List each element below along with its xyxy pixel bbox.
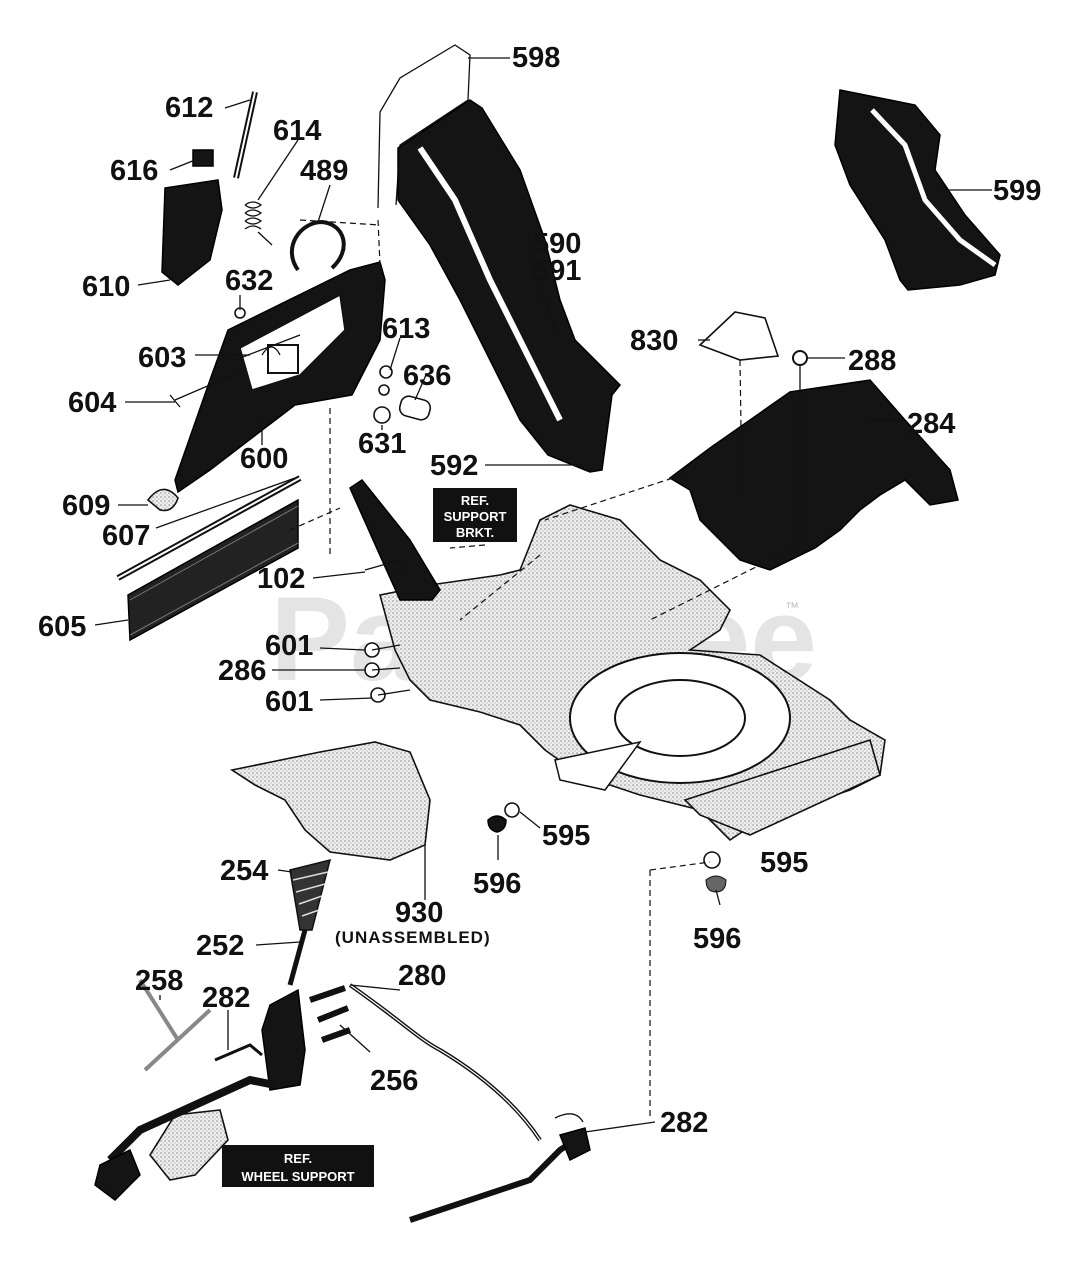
part-258-spring: [138, 978, 212, 1072]
part-598-chute-handle: [377, 44, 471, 209]
callout-286: 286: [218, 655, 266, 687]
callout-607: 607: [102, 520, 150, 552]
part-601-bolt-lower: [370, 687, 411, 703]
callout-595-left: 595: [542, 820, 590, 852]
callout-280: 280: [398, 960, 446, 992]
part-603-pin: [234, 334, 301, 361]
callout-596-left: 596: [473, 868, 521, 900]
callout-258: 258: [135, 965, 183, 997]
callout-288: 288: [848, 345, 896, 377]
callout-592: 592: [430, 450, 478, 482]
svg-text:SUPPORT: SUPPORT: [444, 509, 507, 524]
part-254-grip: [289, 858, 332, 931]
callout-600: 600: [240, 443, 288, 475]
callout-256: 256: [370, 1065, 418, 1097]
part-280-cable: [348, 983, 542, 1142]
support-bracket: [349, 478, 441, 601]
svg-text:REF.: REF.: [461, 493, 489, 508]
callout-930: 930: [395, 897, 443, 929]
part-489-retaining-ring: [290, 219, 346, 272]
part-614-spring: [244, 201, 273, 246]
callout-612: 612: [165, 92, 213, 124]
part-609-cap: [146, 488, 179, 512]
part-595-washer-left: [504, 802, 520, 818]
callout-605: 605: [38, 611, 86, 643]
callout-830: 830: [630, 325, 678, 357]
part-930-shroud: [229, 741, 431, 861]
part-596-nut-right: [705, 875, 727, 893]
callout-598: 598: [512, 42, 560, 74]
rear-height-rod: [409, 1137, 577, 1223]
callout-609: 609: [62, 490, 110, 522]
callout-613: 613: [382, 313, 430, 345]
callout-252: 252: [196, 930, 244, 962]
callout-595-right: 595: [760, 847, 808, 879]
part-590-discharge-chute: [397, 99, 622, 473]
svg-text:REF.: REF.: [284, 1151, 312, 1166]
height-adjust-rod: [107, 1075, 276, 1163]
callout-282-upper: 282: [202, 982, 250, 1014]
control-bracket: [261, 988, 306, 1091]
leader-lines: [94, 57, 992, 1133]
part-282-clip-lower: [554, 1113, 584, 1123]
ref-support-bracket-box: REF. SUPPORT BRKT.: [433, 488, 517, 542]
rear-height-bracket: [558, 1127, 591, 1162]
part-284-baffle-cover: [668, 379, 959, 571]
mower-deck: [379, 504, 886, 842]
part-256-bolts: [309, 985, 352, 1043]
callout-591: 591: [533, 255, 581, 287]
callout-254: 254: [220, 855, 268, 887]
part-599-chute-extension: [834, 89, 1001, 291]
watermark-trademark: ™: [785, 599, 799, 615]
svg-text:WHEEL SUPPORT: WHEEL SUPPORT: [241, 1169, 354, 1184]
callout-284: 284: [907, 408, 955, 440]
callout-616: 616: [110, 155, 158, 187]
svg-text:BRKT.: BRKT.: [456, 525, 494, 540]
part-631-washer: [373, 406, 391, 424]
part-616-clip: [192, 149, 214, 167]
part-596-nut-left: [487, 815, 507, 833]
callout-631: 631: [358, 428, 406, 460]
callout-610: 610: [82, 271, 130, 303]
part-600-rear-door: [174, 261, 386, 494]
part-830-label-plate: [698, 311, 780, 361]
part-605-rear-flap: [127, 498, 299, 642]
ref-wheel-support-box: REF. WHEEL SUPPORT: [222, 1145, 374, 1187]
callout-601-lower: 601: [265, 686, 313, 718]
callout-636: 636: [403, 360, 451, 392]
callout-596-right: 596: [693, 923, 741, 955]
callout-603: 603: [138, 342, 186, 374]
callout-102: 102: [257, 563, 305, 595]
part-604-bolt: [169, 371, 241, 408]
part-610-plate: [161, 179, 223, 286]
part-282-clip-upper: [214, 1043, 263, 1062]
callout-632: 632: [225, 265, 273, 297]
part-288-screw: [792, 350, 808, 540]
callout-601-upper: 601: [265, 630, 313, 662]
callout-labels: 598 599 612 614 616 489 590 591 610 632 …: [38, 42, 1041, 1139]
adjust-handle: [94, 1148, 141, 1201]
part-636-roller: [398, 395, 432, 421]
callout-604: 604: [68, 387, 116, 419]
callout-599: 599: [993, 175, 1041, 207]
callout-590: 590: [533, 228, 581, 260]
callout-489: 489: [300, 155, 348, 187]
callout-614: 614: [273, 115, 321, 147]
part-595-washer-right: [703, 851, 721, 869]
part-252-lever: [287, 929, 308, 986]
part-613-bushing: [378, 365, 393, 396]
callout-930-note: (UNASSEMBLED): [335, 928, 491, 947]
callout-282-lower: 282: [660, 1107, 708, 1139]
part-102-hairpin: [364, 559, 404, 575]
